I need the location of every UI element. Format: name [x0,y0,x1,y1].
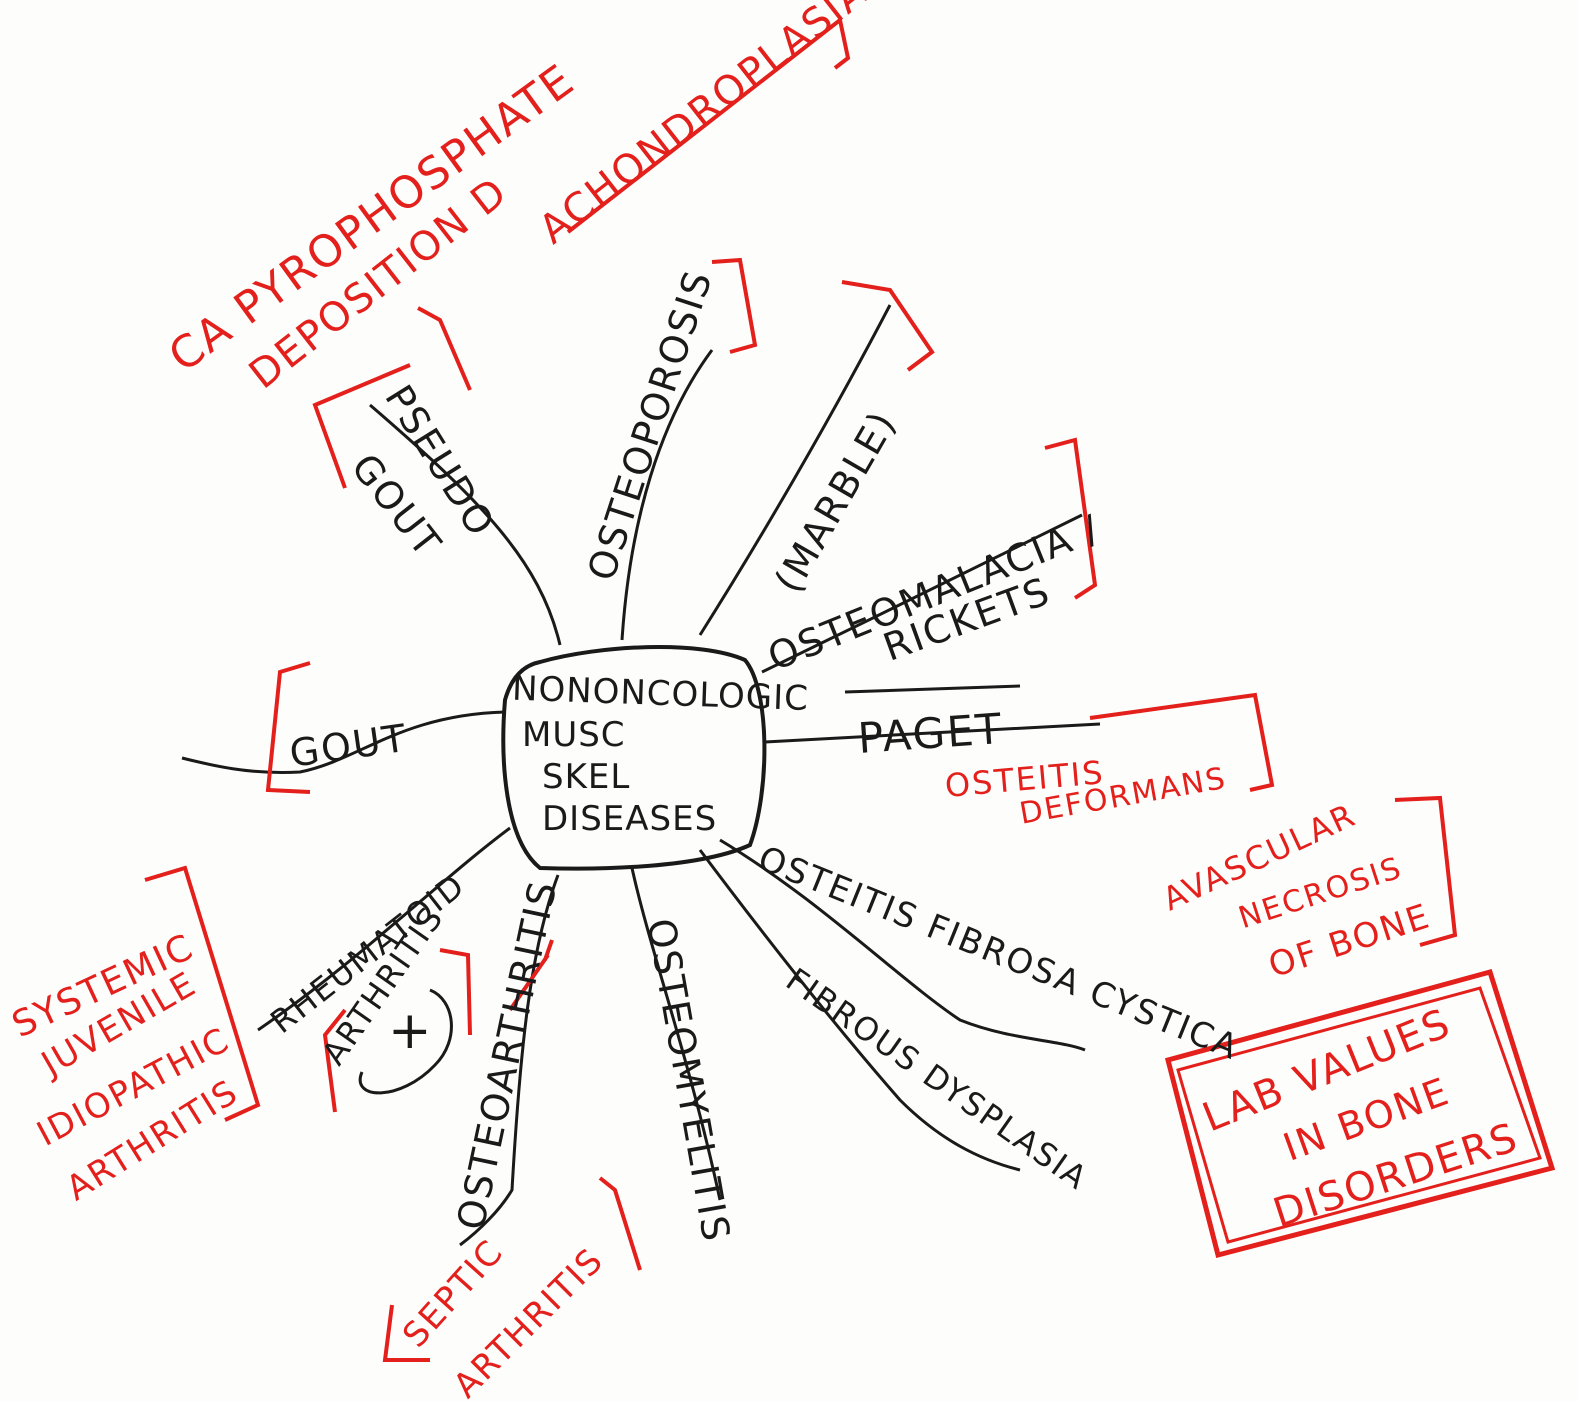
bracket-osteitis-deformans [1089,692,1275,792]
branch-line-pseudo-gout [369,403,562,646]
bracket-osteoarthritis [508,939,554,1012]
center-line-3: SKEL [542,757,631,797]
bracket-osteomalacia [1044,437,1098,600]
bracket-gout [265,661,311,794]
branch-line-osteomalacia [761,513,1083,674]
bracket-osteopetrosis [841,280,935,372]
center-line-4: DISEASES [542,799,718,839]
bracket-avascular [1394,795,1458,947]
box-lab-values-outer [1164,968,1556,1259]
branch-line-fibrous-dysplasia [698,849,1021,1172]
branch-line-paget-underline [844,684,1021,694]
branch-line-osteoporosis [620,349,714,641]
branch-label-paget: PAGET [856,703,1005,763]
box-lab-values-inner [1176,986,1542,1244]
branch-line-osteopetrosis [698,304,892,636]
center-line-1: NONONCOLOGIC [511,668,810,719]
branch-line-osteitis-fibrosa [719,838,1086,1052]
ra-sketch-loop [358,988,453,1095]
bracket-septic [382,1176,642,1362]
bracket-pseudo-gout [312,306,472,489]
branch-line-paget [764,722,1101,744]
branch-label-plus: + [388,1001,432,1061]
bracket-sjia [144,865,261,1122]
center-node: NONONCOLOGIC MUSC SKEL DISEASES [511,669,809,840]
branch-line-gout [181,710,506,775]
bracket-achondroplasia [566,16,851,234]
branch-line-osteoarthritis [459,874,560,1247]
branch-line-osteomyelitis [630,867,722,1201]
center-line-2: MUSC [522,715,626,755]
bracket-rheumatoid [322,948,472,1113]
center-node-outline [501,645,767,871]
branch-line-rheumatoid [257,826,511,1032]
bracket-osteoporosis [711,257,758,354]
